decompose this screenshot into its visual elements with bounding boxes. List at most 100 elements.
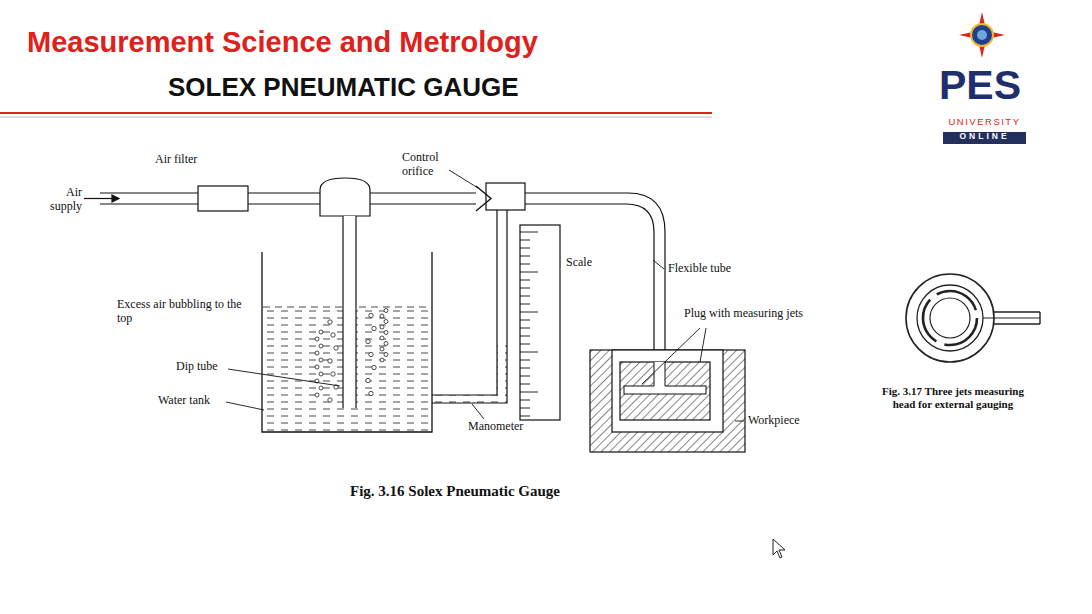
plug-bore-wall	[654, 362, 665, 386]
dip-tube	[343, 216, 356, 408]
bubble	[315, 351, 319, 355]
part-label: Control orifice	[402, 151, 457, 179]
part-label: Manometer	[468, 420, 523, 434]
bubble	[369, 391, 373, 395]
scale-tick	[520, 312, 538, 313]
scale-tick	[520, 232, 538, 233]
bubble	[331, 333, 335, 337]
figure-caption: Fig. 3.17 Three jets measuring head for …	[878, 385, 1028, 410]
part-label: Air supply	[40, 186, 82, 214]
bubble	[319, 372, 323, 376]
logo-emblem	[959, 12, 1005, 58]
bubble	[328, 320, 332, 324]
logo-text: PES	[939, 62, 1021, 109]
bubble	[380, 314, 384, 318]
scale-tick	[520, 416, 530, 417]
part-label: Scale	[566, 256, 592, 270]
scale-tick	[520, 256, 530, 257]
bubble	[384, 331, 388, 335]
workpiece	[590, 350, 745, 452]
part-label: Excess air bubbling to the top	[117, 298, 242, 326]
bubble	[372, 365, 376, 369]
bubble	[319, 386, 323, 390]
bubble	[384, 353, 388, 357]
bubble	[380, 325, 384, 329]
scale-tick	[520, 328, 530, 329]
scale-tick	[520, 336, 530, 337]
manometer-water	[432, 395, 507, 403]
scale	[520, 225, 560, 420]
bubble	[372, 326, 376, 330]
logo-bar	[943, 132, 1026, 144]
bubble	[380, 358, 384, 362]
scale-tick	[520, 352, 538, 353]
orifice-chevron	[476, 186, 491, 211]
scale-ticks	[520, 232, 538, 416]
measuring-jets	[624, 386, 706, 394]
scale-tick	[520, 360, 530, 361]
figure-panel	[872, 248, 1072, 433]
logo-text: ONLINE	[943, 132, 1026, 142]
header-rule	[0, 117, 712, 118]
bubble	[328, 398, 332, 402]
bubble	[366, 339, 370, 343]
scale-tick	[520, 344, 530, 345]
scale-tick	[520, 304, 530, 305]
bubble	[384, 320, 388, 324]
bubble	[384, 342, 388, 346]
air-pipe	[84, 193, 476, 204]
scale-tick	[520, 384, 530, 385]
scale-tick	[520, 264, 530, 265]
bubble	[319, 330, 323, 334]
bubble	[315, 337, 319, 341]
three-jet-head	[906, 274, 1040, 362]
plug	[620, 362, 710, 420]
bubble	[331, 372, 335, 376]
dome	[320, 178, 370, 216]
part-label: Workpiece	[748, 414, 800, 428]
bubble	[380, 347, 384, 351]
scale-tick	[520, 408, 530, 409]
bubble	[315, 393, 319, 397]
bubble	[315, 365, 319, 369]
scale-tick	[520, 376, 530, 377]
bubble	[369, 313, 373, 317]
bubble	[380, 336, 384, 340]
part-label: Water tank	[158, 394, 210, 408]
bubble	[369, 352, 373, 356]
workpiece-bore	[612, 350, 723, 432]
part-label: Dip tube	[176, 360, 218, 374]
bubble	[328, 359, 332, 363]
scale-tick	[520, 400, 530, 401]
part-label: Plug with measuring jets	[684, 307, 803, 321]
bubble	[319, 358, 323, 362]
slide-subtitle: SOLEX PNEUMATIC GAUGE	[168, 73, 519, 103]
scale-tick	[520, 240, 530, 241]
scale-tick	[520, 296, 530, 297]
scale-tick	[520, 280, 530, 281]
scale-tick	[520, 392, 538, 393]
air-bubbles	[315, 309, 388, 403]
mouse-cursor	[773, 539, 785, 558]
scale-tick	[520, 320, 530, 321]
control-orifice	[486, 183, 525, 210]
manometer-tube	[432, 210, 507, 403]
bubble	[366, 378, 370, 382]
logo-text: UNIVERSITY	[943, 117, 1026, 128]
figure-caption: Fig. 3.16 Solex Pneumatic Gauge	[255, 483, 655, 500]
plug-bore	[654, 362, 665, 387]
part-label: Flexible tube	[668, 262, 731, 276]
scale-tick	[520, 368, 530, 369]
part-label: Air filter	[155, 153, 197, 167]
leader-lines	[226, 170, 744, 421]
scale-tick	[520, 288, 530, 289]
dip-tube-bore	[343, 216, 356, 408]
manometer-water	[497, 340, 507, 398]
scale-tick	[520, 272, 538, 273]
bubble	[334, 346, 338, 350]
bubble	[384, 309, 388, 313]
slide-title: Measurement Science and Metrology	[27, 26, 538, 59]
bubble	[319, 344, 323, 348]
